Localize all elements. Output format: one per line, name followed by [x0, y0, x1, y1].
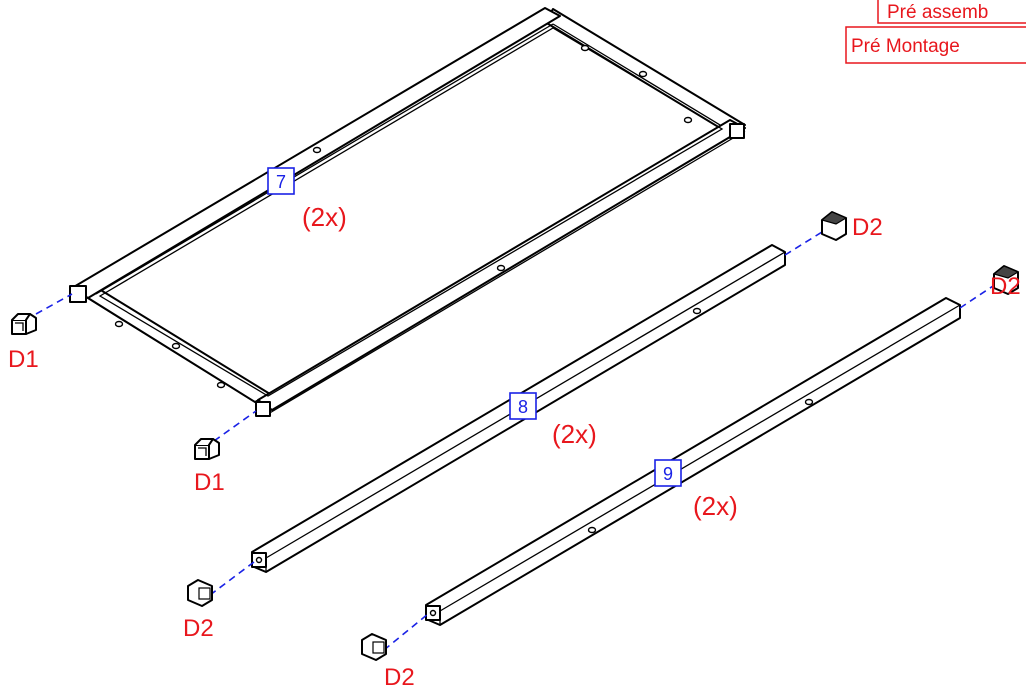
- callout-part-7: 7: [267, 167, 295, 195]
- label-d2-rail-b-top: D2: [990, 273, 1021, 300]
- guide-line-d1-left: [35, 293, 73, 315]
- cap-d2-rail-a-top-icon: [820, 211, 848, 241]
- part-7-number: 7: [276, 172, 286, 192]
- guide-line-d2-rail-a-bottom: [209, 561, 255, 596]
- rail-part-9: [425, 297, 961, 626]
- cap-d2-rail-b-top-icon: [992, 265, 1020, 295]
- callout-part-8: 8: [509, 392, 537, 420]
- label-d2-rail-a-top: D2: [852, 214, 883, 241]
- cap-d2-rail-a-bottom-icon: [187, 579, 213, 607]
- header-table: Pré assemb Pré Montage: [845, 0, 1026, 64]
- header-row2-text: Pré Montage: [851, 36, 960, 57]
- part-7-quantity: (2x): [302, 202, 347, 232]
- callout-part-9: 9: [654, 459, 682, 487]
- label-d2-rail-b-bottom: D2: [384, 664, 415, 691]
- guide-line-d2-rail-b-bottom: [383, 613, 429, 651]
- header-row1-text: Pré assemb: [887, 2, 988, 23]
- label-d2-rail-a-bottom: D2: [183, 615, 214, 642]
- guide-line-d2-rail-a-top: [784, 231, 823, 256]
- guide-line-d2-rail-b-top: [959, 283, 997, 309]
- part-9-number: 9: [663, 464, 673, 484]
- cap-d1-left-icon: [11, 313, 37, 335]
- assembly-guide-lines: [35, 231, 997, 651]
- label-d1-bottom: D1: [194, 469, 225, 496]
- label-d1-left: D1: [8, 346, 39, 373]
- guide-line-d1-bottom: [213, 410, 257, 442]
- part-8-quantity: (2x): [552, 419, 597, 449]
- cap-d2-rail-b-bottom-icon: [361, 633, 387, 661]
- part-8-number: 8: [518, 397, 528, 417]
- frame-part-7: [69, 7, 746, 417]
- cap-d1-bottom-icon: [194, 438, 220, 460]
- part-9-quantity: (2x): [693, 491, 738, 521]
